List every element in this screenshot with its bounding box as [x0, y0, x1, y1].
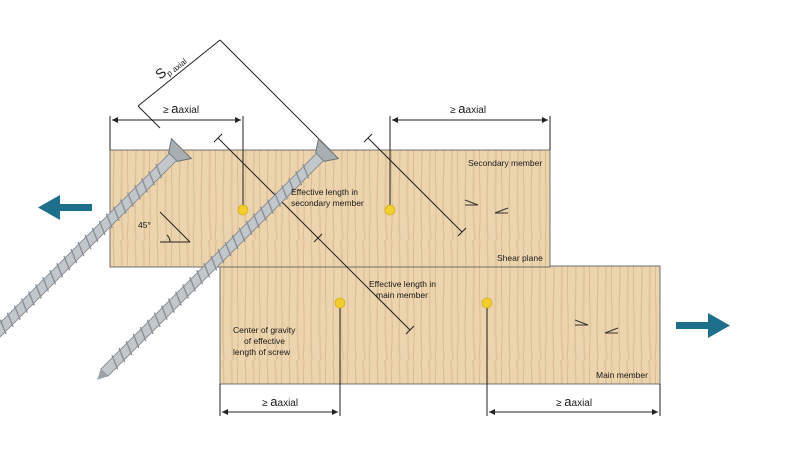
screw-left [0, 137, 193, 377]
cog-marker [384, 204, 396, 216]
angle-label: 45° [138, 220, 151, 230]
dim-label-top-left: ≥ aaxial [163, 101, 199, 116]
eff-main-line1: Effective length in [369, 279, 436, 289]
main-member-label: Main member [596, 370, 648, 380]
spacing-label: Sp axial [152, 50, 189, 84]
svg-text:≥ aaxial: ≥ aaxial [450, 101, 486, 116]
angle-symbol [159, 211, 191, 243]
cog-line2: of effective [244, 336, 285, 346]
secondary-member-board [109, 149, 551, 268]
screw-right [97, 137, 340, 380]
svg-text:Sp axial: Sp axial [152, 50, 189, 84]
cog-line1: Center of gravity [233, 325, 296, 335]
shear-direction-icon [464, 199, 619, 334]
cog-marker [334, 297, 346, 309]
cog-marker [237, 204, 249, 216]
secondary-member-label: Secondary member [468, 158, 542, 168]
eff-secondary-line2: secondary member [291, 198, 364, 208]
eff-secondary-line1: Effective length in [291, 187, 358, 197]
arrow-left-icon [38, 195, 92, 220]
dim-label-top-right: ≥ aaxial [450, 101, 486, 116]
dim-label-bottom-left: ≥ aaxial [262, 394, 298, 409]
svg-text:≥ aaxial: ≥ aaxial [556, 394, 592, 409]
eff-main-line2: main member [376, 290, 428, 300]
effective-length-brackets [213, 133, 467, 335]
dim-label-bottom-right: ≥ aaxial [556, 394, 592, 409]
svg-text:≥ aaxial: ≥ aaxial [163, 101, 199, 116]
cog-markers [237, 204, 493, 309]
dimension-arrowheads [112, 117, 658, 415]
cog-line3: length of screw [233, 347, 291, 357]
svg-text:≥ aaxial: ≥ aaxial [262, 394, 298, 409]
cog-marker [481, 297, 493, 309]
arrow-right-icon [676, 313, 730, 338]
shear-plane-label: Shear plane [497, 253, 543, 263]
